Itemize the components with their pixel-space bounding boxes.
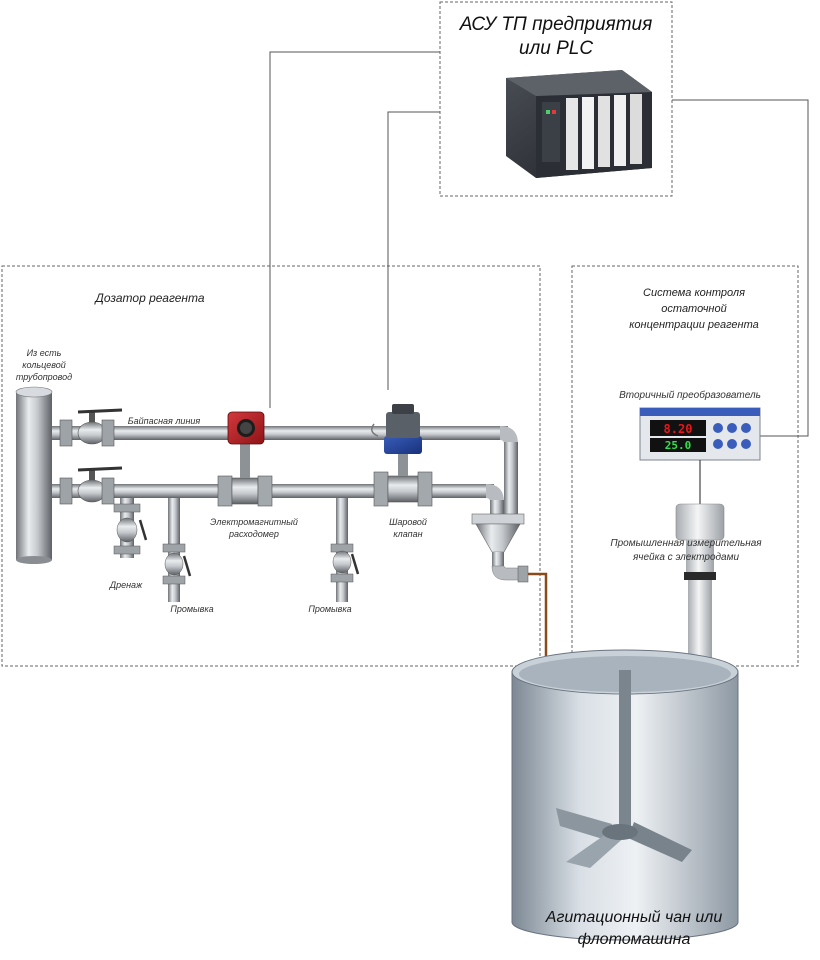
drain-branch-icon: [113, 498, 148, 558]
inlet-valve-lower-icon: [59, 466, 123, 505]
plc-title-line-1: АСУ ТП предприятия: [459, 14, 653, 35]
agitation-tank-icon: [511, 649, 739, 941]
tank-label-2: флотомашина: [578, 931, 691, 948]
valve-label-1: Шаровой: [389, 517, 427, 527]
secondary-transmitter-icon: [639, 407, 761, 461]
flush-2-label: Промывка: [308, 604, 351, 614]
valve-label-2: клапан: [393, 529, 422, 539]
flush-branch-2-icon: [330, 498, 360, 602]
inlet-valve-upper-icon: [59, 408, 123, 447]
source-pipe-label-2: кольцевой: [22, 360, 66, 370]
plc-zone-box: [439, 1, 673, 197]
drain-label: Дренаж: [109, 580, 143, 590]
outlet-funnel-icon: [471, 513, 529, 583]
signal-wires: [269, 51, 809, 437]
doser-zone-box: [1, 265, 541, 667]
plc-controller-icon: [506, 70, 652, 178]
control-title-3: концентрации реагента: [629, 319, 759, 331]
cell-label-2: ячейка с электродами: [632, 552, 739, 563]
transmitter-label: Вторичный преобразователь: [619, 389, 761, 401]
doser-title: Дозатор реагента: [93, 291, 204, 305]
ball-valve-icon: [371, 404, 433, 507]
tank-label-1: Агитационный чан или: [545, 909, 723, 926]
flowmeter-icon: [217, 411, 273, 507]
cell-label-1: Промышленная измерительная: [610, 538, 762, 549]
source-pipe-label-3: трубопровод: [16, 372, 72, 382]
display-top-value: 8.20: [664, 422, 693, 436]
control-zone-box: [571, 265, 799, 667]
source-pipe-label-1: Из есть: [27, 348, 62, 358]
flush-1-label: Промывка: [170, 604, 213, 614]
control-title-2: остаточной: [661, 303, 726, 315]
flowmeter-label-2: расходомер: [228, 529, 279, 539]
flush-branch-1-icon: [162, 498, 192, 602]
flowmeter-label-1: Электромагнитный: [210, 517, 298, 527]
bypass-line-label: Байпасная линия: [128, 416, 201, 426]
plc-title-line-2: или PLC: [519, 38, 593, 59]
display-bottom-value: 25.0: [665, 439, 692, 452]
source-header-pipe: [15, 386, 53, 564]
control-title-1: Система контроля: [643, 287, 745, 299]
